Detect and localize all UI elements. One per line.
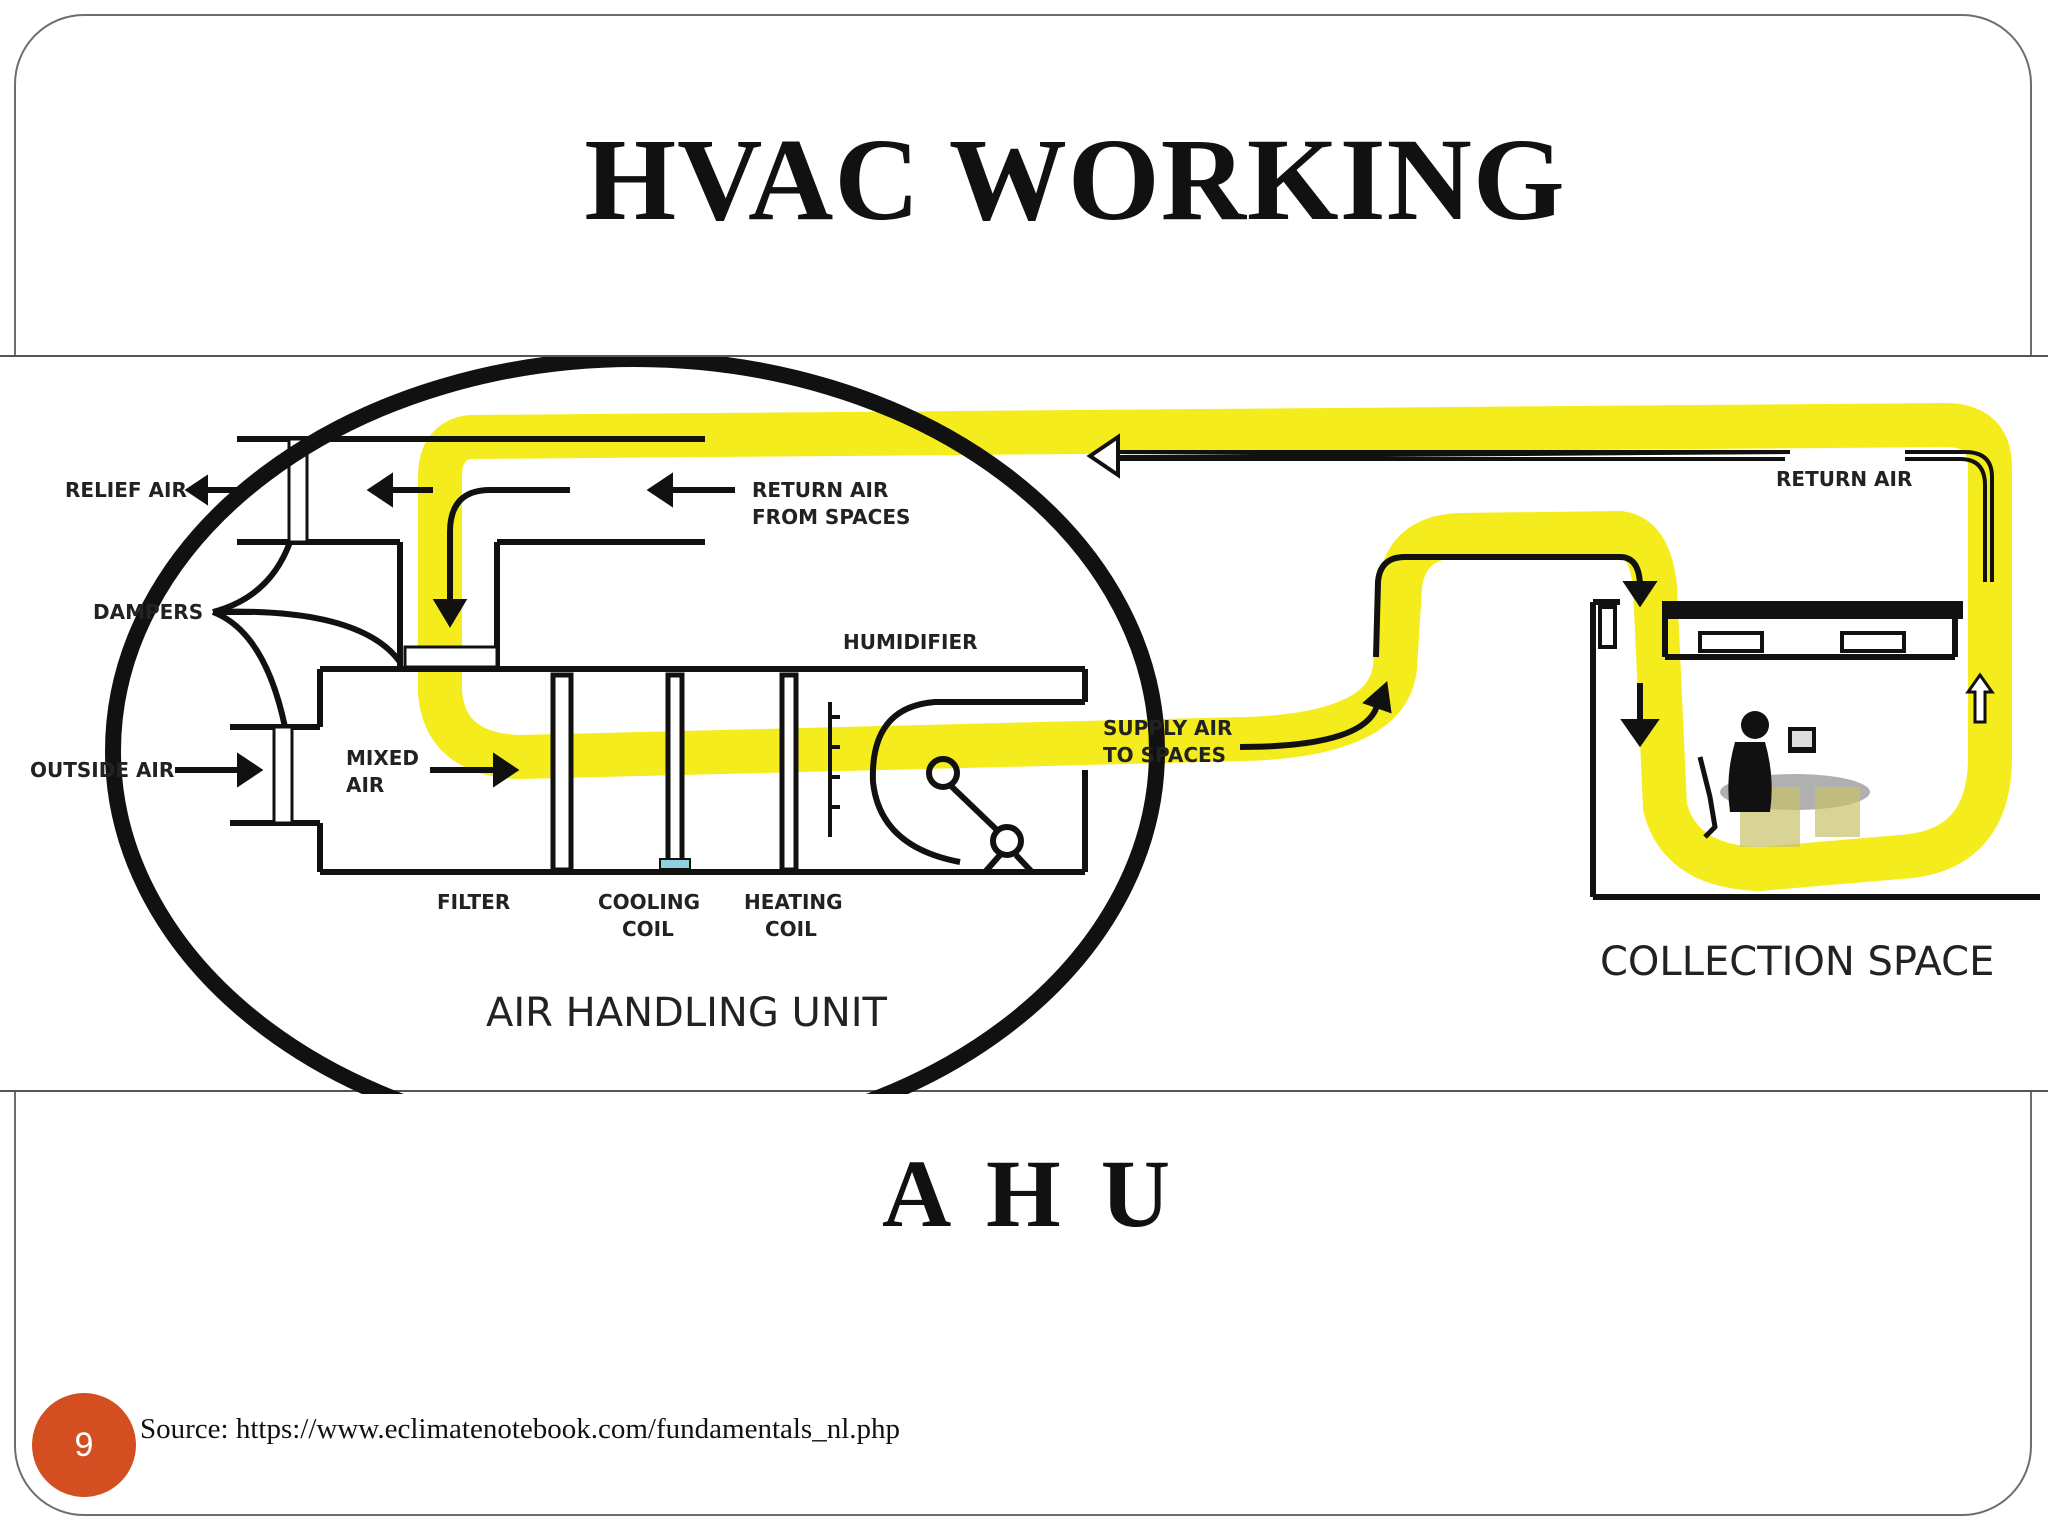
humidifier-icon	[828, 702, 840, 837]
supply-air-label-2: TO SPACES	[1103, 743, 1226, 767]
source-citation: Source: https://www.eclimatenotebook.com…	[140, 1413, 901, 1445]
ahu-housing	[211, 436, 1088, 875]
hvac-diagram-svg: RELIEF AIR DAMPERS OUTSIDE AIR MIXED AIR…	[30, 357, 2040, 1094]
collection-space-room	[1590, 599, 2040, 900]
outside-air-label: OUTSIDE AIR	[30, 758, 174, 782]
filter-icon	[550, 672, 574, 873]
supply-air-label-1: SUPPLY AIR	[1103, 716, 1232, 740]
cooling-coil-label-2: COIL	[622, 917, 674, 941]
return-air-from-label-2: FROM SPACES	[752, 505, 910, 529]
mixed-air-label-1: MIXED	[346, 746, 419, 770]
cooling-coil-label-1: COOLING	[598, 890, 700, 914]
heating-coil-icon	[779, 672, 799, 873]
relief-air-label: RELIEF AIR	[65, 478, 187, 502]
slide-subtitle: A H U	[881, 1140, 1179, 1247]
return-air-label: RETURN AIR	[1776, 467, 1912, 491]
dampers-label: DAMPERS	[93, 600, 203, 624]
mixed-air-label-2: AIR	[346, 773, 384, 797]
drain-pan-icon	[659, 858, 691, 870]
ahu-highlight-circle	[105, 357, 1165, 1094]
heating-coil-label-2: COIL	[765, 917, 817, 941]
damper-icons	[272, 437, 499, 825]
slide-number-badge: 9	[32, 1393, 136, 1497]
hvac-diagram: RELIEF AIR DAMPERS OUTSIDE AIR MIXED AIR…	[0, 355, 2048, 1094]
flow-arrows	[175, 433, 1995, 788]
filter-label: FILTER	[437, 890, 510, 914]
slide-title: HVAC WORKING	[584, 114, 1566, 245]
humidifier-label: HUMIDIFIER	[843, 630, 978, 654]
air-handling-unit-label: AIR HANDLING UNIT	[486, 990, 888, 1036]
airflow-highlight	[418, 403, 2012, 891]
return-air-from-label-1: RETURN AIR	[752, 478, 888, 502]
coils	[550, 672, 799, 873]
heating-coil-label-1: HEATING	[744, 890, 843, 914]
cooling-coil-icon	[665, 672, 685, 873]
person-at-desk-icon	[1697, 711, 1870, 847]
collection-space-label: COLLECTION SPACE	[1600, 939, 1994, 985]
